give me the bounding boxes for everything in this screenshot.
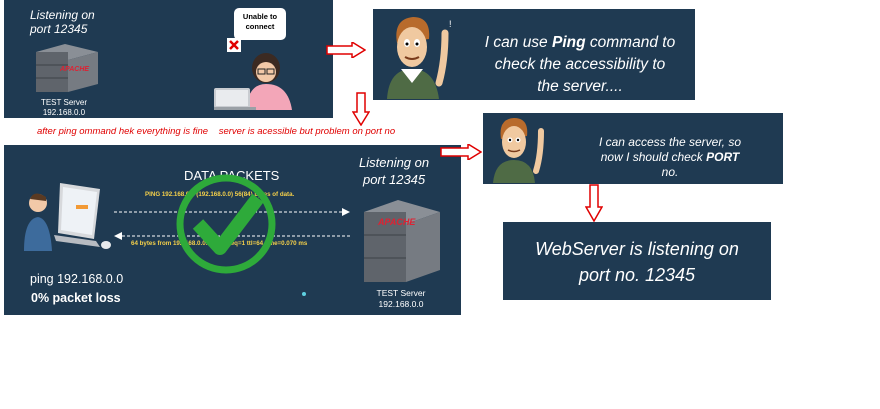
laptop-icon bbox=[54, 183, 100, 247]
dot-marker bbox=[302, 292, 306, 296]
port-line-1: I can access the server, so bbox=[598, 135, 742, 149]
packet-arrow-right bbox=[114, 203, 350, 221]
port-keyword: PORT bbox=[706, 150, 740, 164]
user-avatar-icon bbox=[214, 44, 299, 115]
listening-label: Listening on port 12345 bbox=[30, 8, 95, 36]
listening-line-2: port 12345 bbox=[362, 172, 426, 187]
server-name: TEST Server bbox=[40, 98, 88, 107]
bubble-line-1: Unable to bbox=[242, 12, 278, 21]
apache-logo-icon: APACHE bbox=[378, 217, 416, 227]
note-right: server is acessible but problem on port … bbox=[218, 126, 396, 137]
ping-thought-text: I can use Ping command to check the acce… bbox=[469, 32, 691, 98]
ping-line-3: the server.... bbox=[537, 78, 623, 95]
cartoon-man-icon: ! bbox=[379, 13, 459, 100]
panel-port-thought: I can access the server, so now I should… bbox=[483, 113, 783, 184]
ping-line-1a: I can use bbox=[484, 34, 552, 51]
port-thought-text: I can access the server, so now I should… bbox=[565, 135, 775, 180]
listening-line-1: Listening on bbox=[359, 155, 430, 170]
panel-webserver-result: WebServer is listening on port no. 12345 bbox=[503, 222, 771, 300]
speech-bubble: Unable to connect bbox=[234, 8, 286, 40]
listening-label: Listening on port 12345 bbox=[359, 154, 429, 188]
packet-arrow-left bbox=[114, 227, 350, 245]
ping-command-text: ping 192.168.0.0 bbox=[30, 272, 124, 286]
port-line-3: no. bbox=[661, 165, 679, 179]
server-rack-icon bbox=[354, 200, 444, 289]
red-arrow-icon bbox=[326, 42, 366, 58]
laptop-icon bbox=[214, 88, 256, 110]
ping-line-2: check the accessibility to bbox=[494, 56, 666, 73]
panel-ping-result: DATA PACKETS PING 192.168.0.0 (192.168.0… bbox=[4, 145, 461, 315]
server-ip: 192.168.0.0 bbox=[42, 108, 86, 117]
result-text: WebServer is listening on port no. 12345 bbox=[503, 236, 771, 288]
svg-text:!: ! bbox=[449, 19, 452, 29]
red-arrow-icon bbox=[352, 92, 370, 126]
result-line-2: port no. 12345 bbox=[578, 265, 696, 285]
error-x-icon bbox=[227, 38, 241, 57]
packet-loss-text: 0% packet loss bbox=[31, 291, 121, 305]
mouse-icon bbox=[101, 241, 111, 249]
red-arrow-icon bbox=[440, 144, 482, 160]
port-line-2: now I should check PORT bbox=[565, 150, 775, 165]
listening-line-2: port 12345 bbox=[30, 22, 88, 36]
ping-output-line: PING 192.168.0.0 (192.168.0.0) 56(84) by… bbox=[145, 191, 295, 198]
ping-line-1: I can use Ping command to bbox=[469, 32, 691, 54]
port-line-2a: now I should check bbox=[600, 150, 707, 164]
apache-logo-icon: APACHE bbox=[60, 66, 90, 73]
panel-unable-to-connect: Listening on port 12345 APACHE TEST Serv… bbox=[4, 0, 333, 118]
server-rack-icon bbox=[28, 44, 102, 94]
ping-line-1c: command to bbox=[585, 34, 676, 51]
annotation-note: after ping ommand hek everything is fine… bbox=[37, 126, 395, 137]
red-arrow-icon bbox=[585, 184, 603, 222]
server-ip: 192.168.0.0 bbox=[378, 299, 424, 309]
server-label: TEST Server 192.168.0.0 bbox=[34, 98, 94, 118]
bubble-line-2: connect bbox=[245, 22, 275, 31]
server-name: TEST Server bbox=[376, 288, 426, 298]
ping-keyword: Ping bbox=[552, 34, 586, 51]
panel-ping-thought: ! I can use Ping command to check the ac… bbox=[373, 9, 695, 100]
result-line-1: WebServer is listening on bbox=[535, 239, 739, 259]
server-label: TEST Server 192.168.0.0 bbox=[366, 288, 436, 310]
user-avatar-icon bbox=[20, 175, 112, 260]
note-left: after ping ommand hek everything is fine bbox=[37, 126, 209, 137]
listening-line-1: Listening on bbox=[30, 8, 95, 22]
checkmark-icon bbox=[174, 172, 278, 281]
cartoon-man-icon bbox=[487, 115, 553, 184]
